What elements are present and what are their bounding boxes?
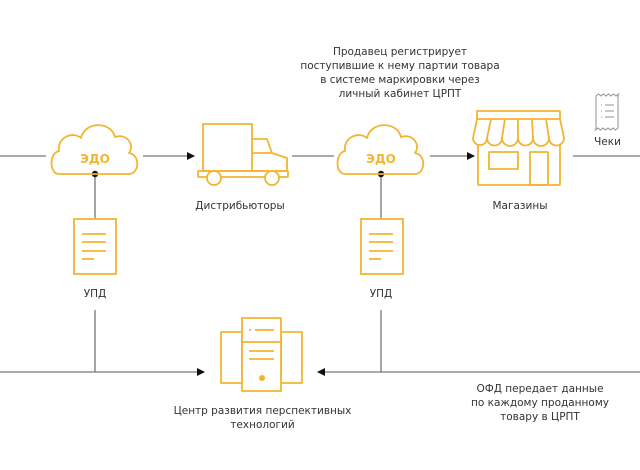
cloud-icon — [336, 124, 425, 175]
seller-note-line: Продавец регистрирует — [332, 46, 468, 58]
cloud-icon — [50, 124, 139, 175]
shops-label: Магазины — [492, 200, 548, 212]
crpt-label-line: Центр развития перспективных — [173, 405, 352, 417]
truck-icon — [197, 123, 289, 186]
ofd-note: ОФД передает данные по каждому проданном… — [460, 382, 620, 424]
receipt-icon — [594, 92, 620, 132]
ofd-note-line: товару в ЦРПТ — [500, 411, 580, 423]
seller-note: Продавец регистрирует поступившие к нему… — [270, 45, 530, 101]
ofd-note-line: ОФД передает данные — [476, 383, 604, 395]
upd-right-label: УПД — [369, 288, 393, 300]
server-icon — [220, 317, 303, 392]
store-icon — [472, 110, 565, 186]
document-icon — [73, 218, 117, 275]
receipts-label: Чеки — [594, 136, 621, 148]
seller-note-line: в системе маркировки через — [320, 74, 480, 86]
distributors-label: Дистрибьюторы — [195, 200, 285, 212]
seller-note-line: личный кабинет ЦРПТ — [338, 88, 462, 100]
edo-left-label: ЭДО — [80, 152, 110, 166]
document-icon — [360, 218, 404, 275]
crpt-label: Центр развития перспективных технологий — [150, 404, 375, 432]
ofd-note-line: по каждому проданному — [471, 397, 609, 409]
crpt-label-line: технологий — [230, 419, 295, 431]
upd-left-label: УПД — [83, 288, 107, 300]
edo-right-label: ЭДО — [366, 152, 396, 166]
seller-note-line: поступившие к нему партии товара — [300, 60, 500, 72]
